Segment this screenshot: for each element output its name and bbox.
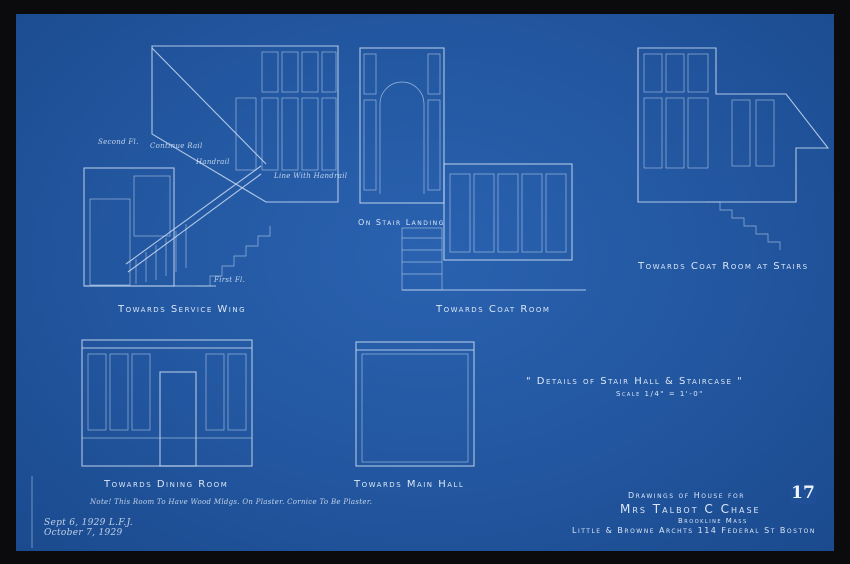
drawing-scale: Scale 1/4" = 1'-0": [616, 390, 704, 398]
date-line-1: Sept 6, 1929 L.F.J.: [44, 518, 133, 528]
note-handrail: Handrail: [196, 158, 230, 166]
label-towards-dining-room: Towards Dining Room: [104, 479, 229, 490]
note-first-floor: First Fl.: [214, 276, 246, 284]
elevation-coat-room: [359, 47, 586, 291]
title-block-location: Brookline Mass: [678, 517, 748, 525]
sheet-number: 17: [790, 482, 816, 504]
title-block-line1: Drawings of House for: [628, 491, 745, 500]
elevation-main-hall: [355, 341, 475, 467]
label-towards-coat-room: Towards Coat Room: [436, 304, 551, 315]
blueprint-sheet: Towards Service Wing Towards Coat Room T…: [16, 14, 834, 551]
drawing-linework: [31, 45, 830, 548]
elevation-dining-room: [81, 339, 253, 467]
drawing-title: " Details of Stair Hall & Staircase ": [526, 376, 744, 387]
label-stair-landing: On Stair Landing: [358, 218, 445, 227]
title-block-client: Mrs Talbot C Chase: [620, 502, 761, 516]
label-towards-service-wing: Towards Service Wing: [118, 304, 247, 315]
elevation-coat-room-stairs: [637, 47, 830, 250]
date-line-2: October 7, 1929: [44, 528, 123, 538]
note-line-with-handrail: Line With Handrail: [274, 172, 348, 180]
title-block-architects: Little & Browne Archts 114 Federal St Bo…: [572, 526, 816, 535]
elevation-service-wing: [83, 45, 339, 287]
note-second-floor: Second Fl.: [98, 138, 139, 146]
label-towards-main-hall: Towards Main Hall: [354, 479, 465, 490]
label-towards-coat-room-stairs: Towards Coat Room at Stairs: [638, 261, 809, 272]
note-room-finish: Note! This Room To Have Wood Mldgs. On P…: [90, 498, 373, 506]
note-continue-rail: Continue Rail: [150, 142, 203, 150]
